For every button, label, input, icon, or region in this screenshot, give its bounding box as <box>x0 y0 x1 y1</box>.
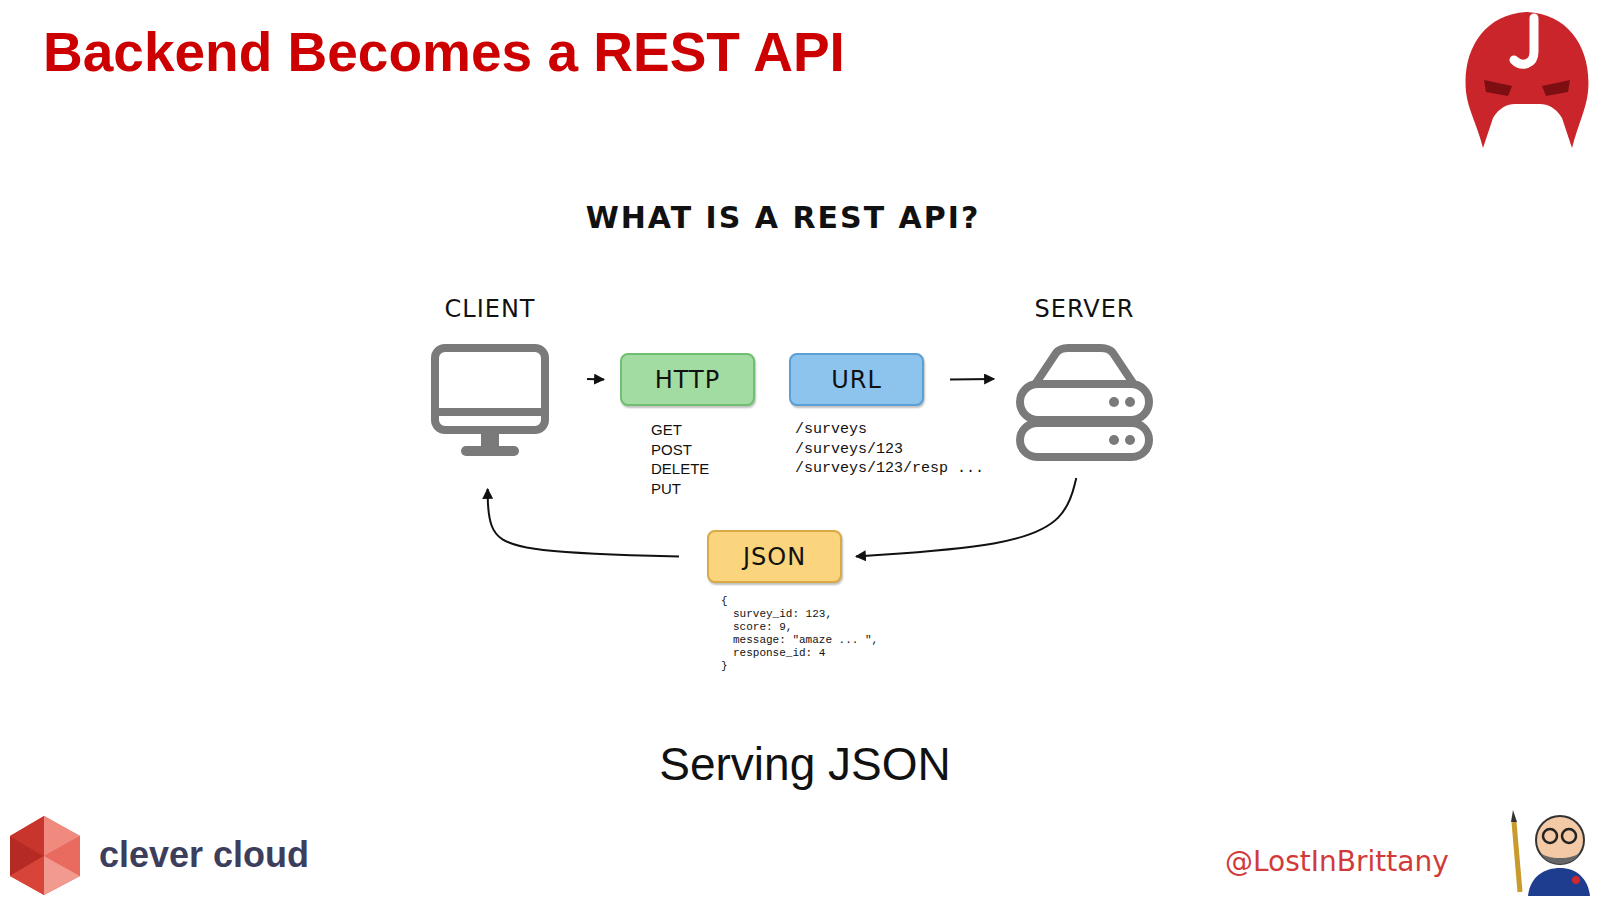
http-box: HTTP <box>620 353 755 406</box>
server-unit <box>1020 423 1149 457</box>
json-code-line: survey_id: 123, <box>733 608 832 620</box>
helmet-hook <box>1514 18 1534 64</box>
node-label: JSON <box>743 542 806 572</box>
server-unit <box>1020 384 1149 420</box>
http-method: POST <box>651 441 692 458</box>
bezel <box>435 408 545 416</box>
pencil-tip <box>1511 810 1517 822</box>
url-box: URL <box>789 353 924 406</box>
logo-facet <box>44 856 80 895</box>
client-icon: CLIENT <box>431 290 549 461</box>
connector-arrow <box>856 478 1076 557</box>
brand-name: clever cloud <box>99 834 309 876</box>
slide-caption: Serving JSON <box>659 737 950 791</box>
avatar-glasses <box>1562 829 1576 843</box>
json-code-line: } <box>721 660 728 672</box>
node-label: HTTP <box>655 365 720 395</box>
avatar-head <box>1536 816 1584 864</box>
avatar-badge <box>1572 876 1580 884</box>
author-avatar <box>1511 810 1590 896</box>
server-icon: SERVER <box>1016 290 1153 461</box>
server-symbol <box>1016 344 1153 461</box>
http-method: DELETE <box>651 460 709 477</box>
helmet-logo <box>1466 12 1589 148</box>
monitor-symbol <box>431 344 549 461</box>
json-code-line: response_id: 4 <box>733 647 825 659</box>
author-handle: @LostInBrittany <box>1225 845 1449 878</box>
logo-facet <box>10 856 44 895</box>
status-dot <box>1125 397 1135 407</box>
node-label: URL <box>831 365 882 395</box>
status-dot <box>1109 435 1119 445</box>
slide-title: Backend Becomes a REST API <box>43 20 845 84</box>
status-dot <box>1109 397 1119 407</box>
url-path: /surveys/123/resp ... <box>795 460 984 477</box>
base <box>461 446 519 456</box>
json-box: JSON <box>707 530 842 583</box>
http-method: GET <box>651 421 682 438</box>
status-dot <box>1125 435 1135 445</box>
url-path: /surveys/123 <box>795 441 903 458</box>
url-path: /surveys <box>795 421 867 438</box>
avatar-beard <box>1540 852 1580 864</box>
screen <box>435 348 545 430</box>
helmet-eye <box>1484 80 1512 96</box>
helmet-eye <box>1542 80 1570 96</box>
pencil <box>1514 822 1520 892</box>
clever-cloud-logo <box>10 816 80 895</box>
connector-arrow <box>950 378 994 381</box>
stand <box>481 430 499 448</box>
node-heading: SERVER <box>1034 294 1134 324</box>
avatar-body <box>1528 868 1590 896</box>
json-code-line: score: 9, <box>733 621 792 633</box>
json-code-line: message: "amaze ... ", <box>733 634 878 646</box>
connector-arrow <box>488 489 679 557</box>
logo-hexagon <box>10 816 80 895</box>
json-code-line: { <box>721 595 728 607</box>
connector-arrow <box>587 378 604 381</box>
http-method: PUT <box>651 480 681 497</box>
avatar-glasses <box>1543 829 1557 843</box>
helmet-shape <box>1466 12 1589 148</box>
diagram-heading: WHAT IS A REST API? <box>586 200 981 235</box>
node-heading: CLIENT <box>445 294 536 324</box>
